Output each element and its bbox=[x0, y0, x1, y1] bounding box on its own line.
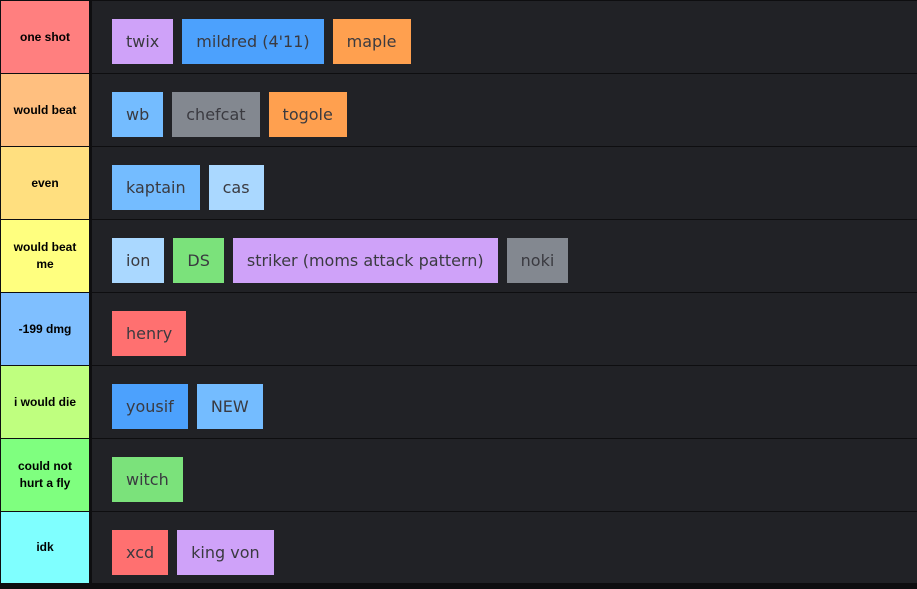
tier-item-chip[interactable]: king von bbox=[177, 530, 274, 575]
tier-row: could not hurt a fly witch bbox=[1, 439, 917, 511]
tier-item-chip[interactable]: ion bbox=[112, 238, 165, 283]
tier-item-chip[interactable]: togole bbox=[268, 92, 347, 137]
tier-item-chip[interactable]: DS bbox=[173, 238, 224, 283]
tier-item-chip[interactable]: chefcat bbox=[172, 92, 260, 137]
tier-item-chip[interactable]: twix bbox=[112, 19, 174, 64]
tier-row: -199 dmg henry bbox=[1, 293, 917, 365]
tier-label[interactable]: one shot bbox=[1, 1, 89, 73]
tier-label[interactable]: idk bbox=[1, 512, 89, 583]
tier-items-area[interactable]: witch bbox=[92, 439, 917, 511]
tier-item-chip[interactable]: xcd bbox=[112, 530, 169, 575]
tier-item-chip[interactable]: cas bbox=[208, 165, 264, 210]
tier-item-chip[interactable]: wb bbox=[112, 92, 164, 137]
tier-item-chip[interactable]: yousif bbox=[112, 384, 188, 429]
tier-label[interactable]: would beat bbox=[1, 74, 89, 146]
tier-label[interactable]: could not hurt a fly bbox=[1, 439, 89, 511]
tier-label[interactable]: would beat me bbox=[1, 220, 89, 292]
tier-item-chip[interactable]: striker (moms attack pattern) bbox=[232, 238, 498, 283]
tier-item-chip[interactable]: witch bbox=[112, 457, 183, 502]
tier-item-chip[interactable]: mildred (4'11) bbox=[182, 19, 324, 64]
tier-items-area[interactable]: henry bbox=[92, 293, 917, 365]
tier-item-chip[interactable]: NEW bbox=[196, 384, 263, 429]
tier-item-chip[interactable]: kaptain bbox=[112, 165, 200, 210]
tier-label[interactable]: -199 dmg bbox=[1, 293, 89, 365]
tier-label[interactable]: even bbox=[1, 147, 89, 219]
tier-label[interactable]: i would die bbox=[1, 366, 89, 438]
tier-item-chip[interactable]: henry bbox=[112, 311, 187, 356]
tier-item-chip[interactable]: noki bbox=[506, 238, 569, 283]
tier-item-chip[interactable]: maple bbox=[332, 19, 411, 64]
